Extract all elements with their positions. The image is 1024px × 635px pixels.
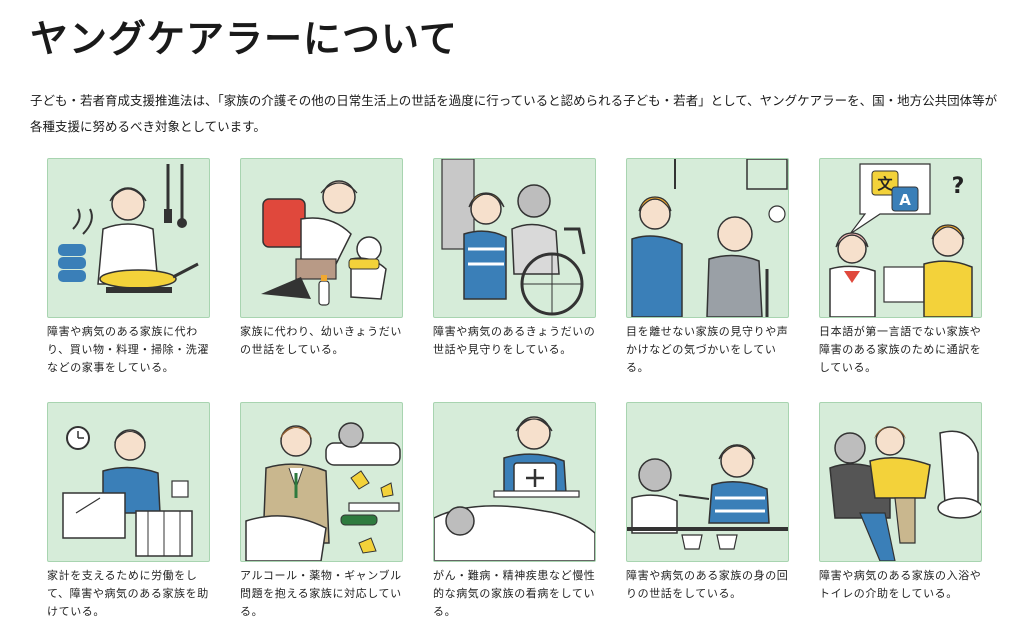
card-caption: 障害や病気のある家族の身の回りの世話をしている。 xyxy=(626,569,789,600)
card-addiction: アルコール・薬物・ギャンブル問題を抱える家族に対応している。 xyxy=(240,402,403,621)
translate-badge-latin: A xyxy=(899,191,911,209)
card-personal-care: 障害や病気のある家族の身の回りの世話をしている。 xyxy=(626,402,789,603)
card-caption: 日本語が第一言語でない家族や障害のある家族のために通訳をしている。 xyxy=(819,325,982,374)
nursing-illustration-icon xyxy=(433,402,596,562)
card-caption: アルコール・薬物・ギャンブル問題を抱える家族に対応している。 xyxy=(240,569,402,618)
card-family-watch: 目を離せない家族の見守りや声かけなどの気づかいをしている。 xyxy=(626,158,789,377)
sibling-care-illustration-icon xyxy=(240,158,403,318)
addiction-illustration-icon xyxy=(240,402,403,562)
card-caption: がん・難病・精神疾患など慢性的な病気の家族の看病をしている。 xyxy=(433,569,596,618)
question-mark-badge: ? xyxy=(952,174,965,199)
card-caption: 障害や病気のある家族の入浴やトイレの介助をしている。 xyxy=(819,569,982,600)
card-caption: 家族に代わり、幼いきょうだいの世話をしている。 xyxy=(240,325,402,356)
feeding-illustration-icon xyxy=(626,402,789,562)
card-sibling-care: 家族に代わり、幼いきょうだいの世話をしている。 xyxy=(240,158,403,359)
interpreting-illustration-icon: 文 A ? xyxy=(819,158,982,318)
card-sibling-watch: 障害や病気のあるきょうだいの世話や見守りをしている。 xyxy=(433,158,596,359)
card-housework: 障害や病気のある家族に代わり、買い物・料理・掃除・洗濯などの家事をしている。 xyxy=(47,158,210,377)
toilet-assist-illustration-icon xyxy=(819,402,982,562)
working-illustration-icon xyxy=(47,402,210,562)
translate-badge-kanji: 文 xyxy=(877,175,893,193)
card-bath-toilet: 障害や病気のある家族の入浴やトイレの介助をしている。 xyxy=(819,402,982,603)
cooking-illustration-icon xyxy=(47,158,210,318)
card-interpreting: 文 A ? 日本語が第一言語でない家族や障害のある家族のために通訳をしている。 xyxy=(819,158,982,377)
page-title: ヤングケアラーについて xyxy=(30,17,458,61)
intro-text: 子ども・若者育成支援推進法は、「家族の介護その他の日常生活上の世話を過度に行って… xyxy=(30,93,998,134)
card-caption: 目を離せない家族の見守りや声かけなどの気づかいをしている。 xyxy=(626,325,789,374)
card-nursing: がん・難病・精神疾患など慢性的な病気の家族の看病をしている。 xyxy=(433,402,596,621)
card-caption: 障害や病気のある家族に代わり、買い物・料理・掃除・洗濯などの家事をしている。 xyxy=(47,325,209,374)
card-caption: 障害や病気のあるきょうだいの世話や見守りをしている。 xyxy=(433,325,596,356)
card-caption: 家計を支えるために労働をして、障害や病気のある家族を助けている。 xyxy=(47,569,209,618)
elderly-watch-illustration-icon xyxy=(626,158,789,318)
card-working: 家計を支えるために労働をして、障害や病気のある家族を助けている。 xyxy=(47,402,210,621)
wheelchair-illustration-icon xyxy=(433,158,596,318)
